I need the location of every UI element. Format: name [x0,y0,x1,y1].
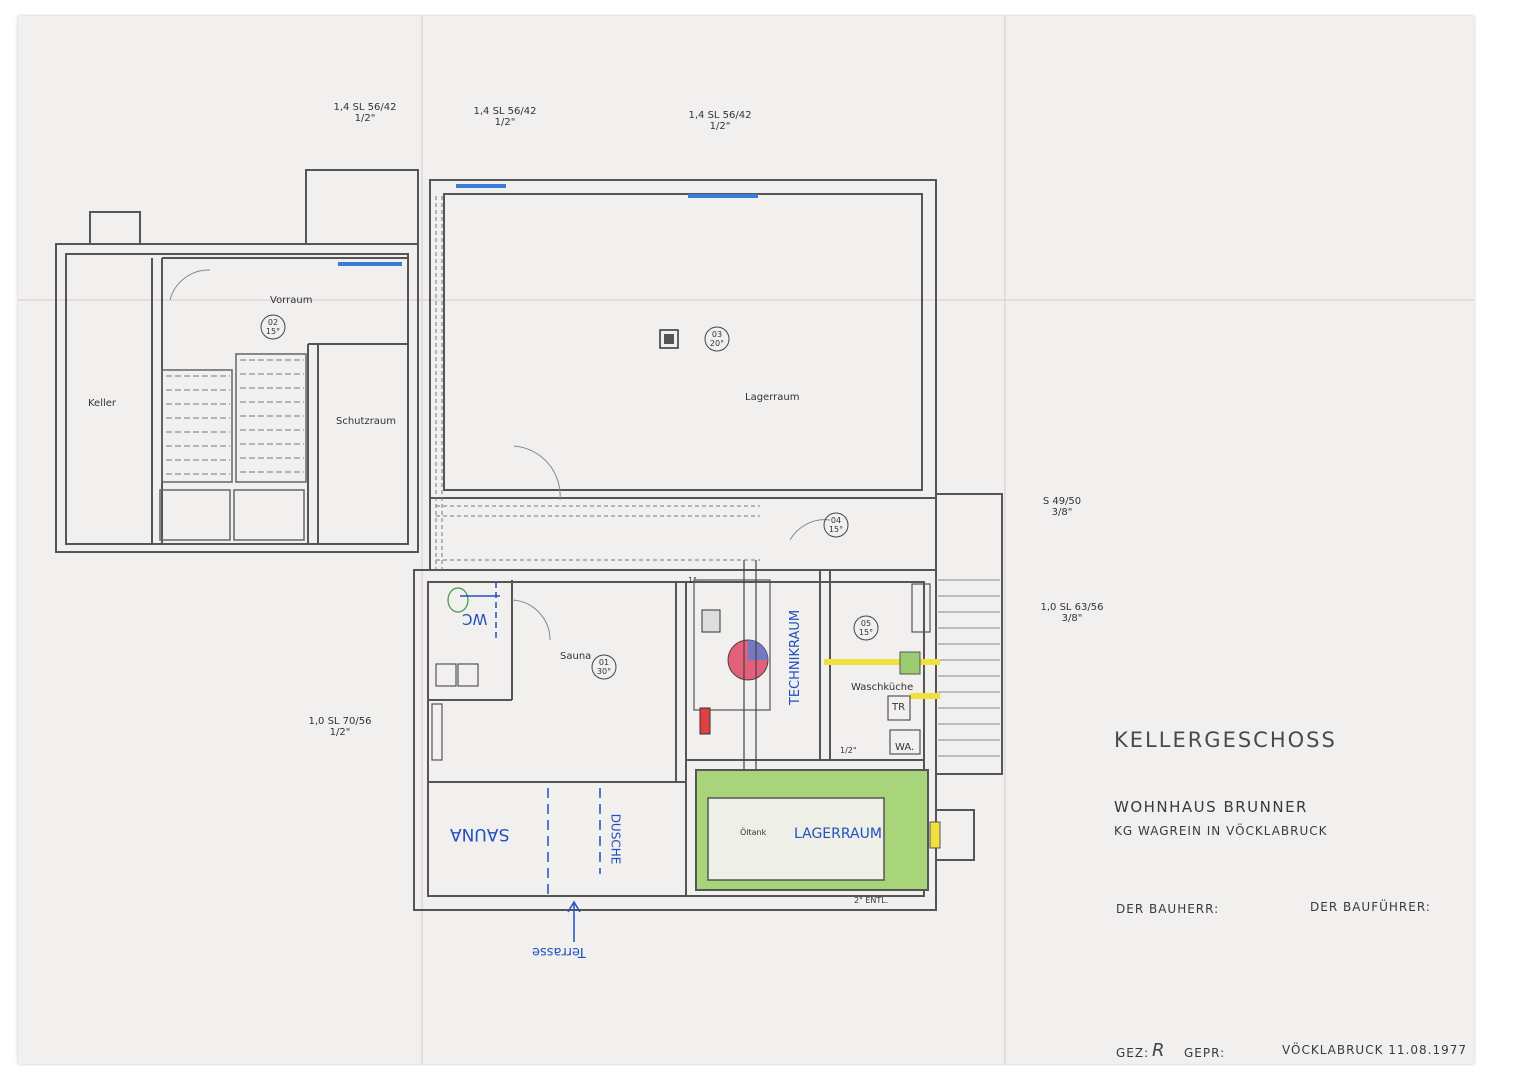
label-gepr: GEPR: [1184,1046,1226,1060]
stair-treads [166,359,304,475]
exterior-stair-treads [938,579,1000,757]
project-location: KG WAGREIN IN VÖCKLABRUCK [1114,824,1328,838]
light-well-left [89,211,141,245]
hand-sauna: SAUNA [450,824,510,844]
room-label-vorraum: Vorraum [270,295,313,306]
room-label-schutzraum: Schutzraum [336,416,397,427]
label-baufuehrer: DER BAUFÜHRER: [1310,900,1431,914]
walls [55,169,1003,911]
label-half-inch: 1/2" [840,746,857,755]
label-wa: WA. [895,742,915,753]
main-block-outer [429,179,937,499]
left-block-inner [65,253,409,545]
label-bauherr: DER BAUHERR: [1116,902,1220,916]
window-glazing [338,184,758,266]
light-well-top [305,169,419,245]
room-label-sauna: Sauna [560,651,592,662]
label-gez: GEZ: [1116,1046,1150,1060]
oil-tank-room [695,769,941,891]
room-label-lagerraum: Lagerraum [745,392,800,403]
drawing-title: KELLERGESCHOSS [1114,728,1337,752]
label-entl: 2" ENTL. [854,896,889,905]
hand-technikraum: TECHNIKRAUM [788,609,804,706]
project-name: WOHNHAUS BRUNNER [1114,798,1308,816]
label-one-inch: 1" [688,576,697,585]
hand-terrasse: Terrasse [532,944,586,959]
gez-initial-signature: R [1152,1040,1165,1061]
heating-equipment [693,560,771,790]
place-and-date: VÖCKLABRUCK 11.08.1977 [1282,1043,1467,1057]
label-tr: TR [892,702,906,713]
hand-lagerraum: LAGERRAUM [794,826,882,842]
left-block-outer [55,243,419,553]
hand-dusche: DUSCHE [608,813,623,865]
corridor [429,497,937,571]
green-box [899,651,921,675]
main-block-inner [443,193,923,491]
label-oeltank: Öltank [740,828,767,837]
yellow-pipe [824,659,940,699]
room-number-circles [260,314,879,680]
fold-lines [18,16,1474,1064]
room-label-waschkueche: Waschküche [851,682,914,693]
exterior-stairs [935,493,1003,775]
handwritten-lines [460,582,601,942]
room-label-keller: Keller [88,398,117,409]
hand-wc: WC [462,610,488,628]
